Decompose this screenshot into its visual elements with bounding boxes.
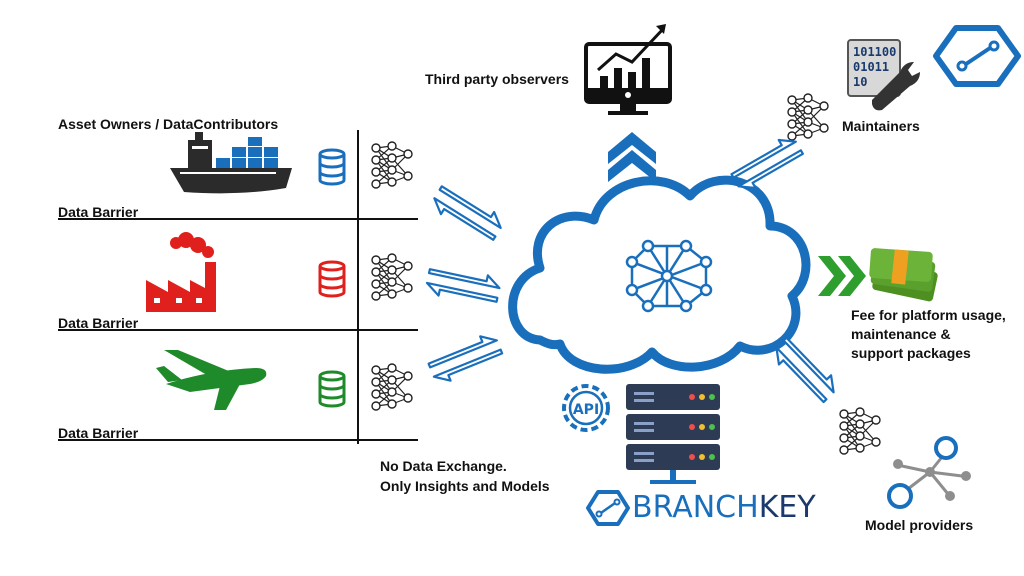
branchkey-wordmark: BRANCHKEY [632, 490, 816, 525]
neural-network-icon-1 [371, 141, 413, 189]
model-network-icon [887, 436, 971, 509]
maintainers-label: Maintainers [842, 118, 920, 134]
no-exchange-line-2: Only Insights and Models [380, 478, 550, 494]
no-exchange-line-1: No Data Exchange. [380, 458, 507, 474]
monitor-chart-icon [584, 24, 672, 115]
third-party-observers-label: Third party observers [425, 71, 569, 87]
neural-network-icon-model-providers [839, 407, 881, 455]
data-barrier-label-2: Data Barrier [58, 315, 139, 331]
exchange-arrow-3 [425, 330, 506, 388]
branchkey-logo-hex [586, 490, 630, 526]
money-stack-icon [869, 248, 938, 302]
right-chevrons-icon [818, 256, 866, 296]
brand-part-1: BRANCH [632, 490, 759, 525]
model-providers-label: Model providers [865, 517, 974, 533]
factory-icon [146, 232, 216, 312]
neural-network-icon-maintainers [787, 93, 829, 141]
brand-part-2: KEY [758, 490, 816, 525]
data-barrier-label-3: Data Barrier [58, 425, 139, 441]
fee-line-1: Fee for platform usage, [851, 307, 1006, 323]
neural-network-icon-2 [371, 253, 413, 301]
up-chevrons-icon [608, 132, 656, 182]
server-stack-icon [626, 384, 720, 484]
binary-line-3: 10 [853, 75, 867, 89]
database-icon-red [318, 260, 346, 298]
fee-line-2: maintenance & [851, 326, 951, 342]
api-label: API [573, 402, 599, 418]
neural-network-icon-3 [371, 363, 413, 411]
ship-icon [170, 132, 292, 194]
api-gear-icon: API [562, 384, 610, 432]
cloud-icon [508, 175, 811, 374]
network-mesh-icon [625, 239, 713, 313]
data-barrier-label-1: Data Barrier [58, 204, 139, 220]
binary-line-2: 01011 [853, 60, 889, 74]
binary-line-1: 101100 [853, 45, 896, 59]
database-icon-blue [318, 148, 346, 186]
fee-line-3: support packages [851, 345, 971, 361]
asset-owners-title: Asset Owners / DataContributors [58, 116, 279, 132]
binary-wrench-icon: 101100 01011 10 [847, 39, 920, 111]
airplane-icon [156, 350, 267, 410]
database-icon-green [318, 370, 346, 408]
exchange-arrow-2 [423, 262, 503, 309]
exchange-arrow-1 [427, 180, 508, 246]
exchange-arrow-maintainers [727, 131, 807, 197]
branchkey-hex-logo [933, 25, 1021, 87]
